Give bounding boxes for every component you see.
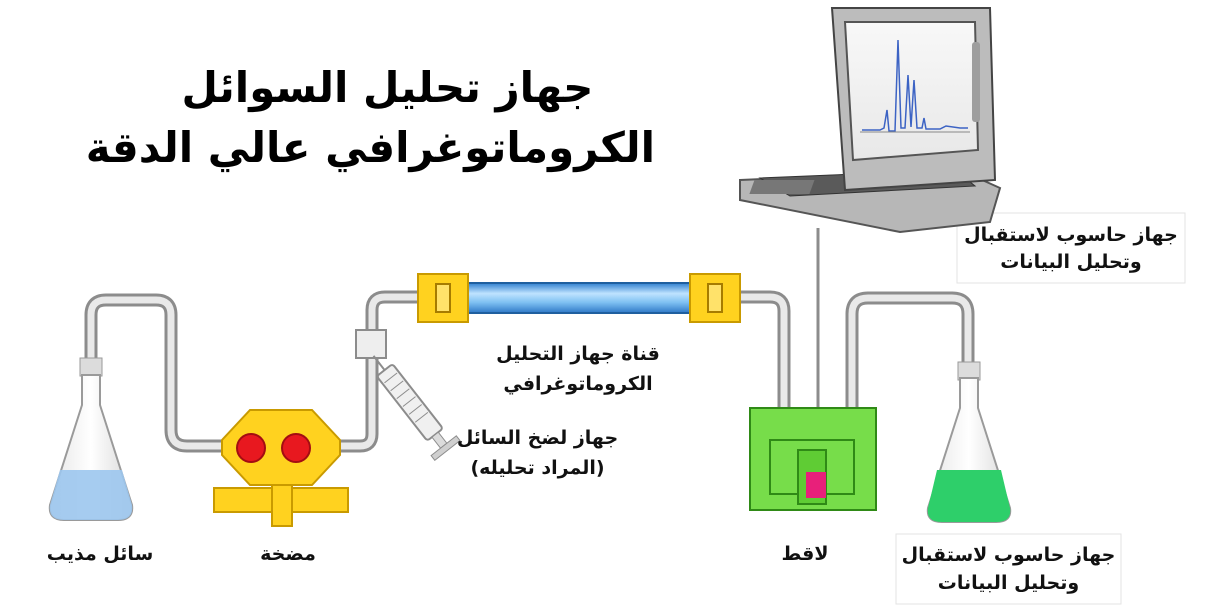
detector xyxy=(749,407,877,511)
detector-label: لاقط xyxy=(781,543,829,565)
detector-cell xyxy=(806,472,826,498)
chromatography-column xyxy=(417,273,741,323)
injector-label-line-1: جهاز لضخ السائل xyxy=(456,427,619,449)
pump xyxy=(213,409,349,527)
column-label-line-1: قناة جهاز التحليل xyxy=(496,343,660,365)
tubing xyxy=(84,290,975,453)
injector-label-line-2: (المراد تحليله) xyxy=(470,457,605,479)
collection-flask xyxy=(926,361,1012,523)
pump-valve-right xyxy=(281,433,311,463)
laptop-screen xyxy=(843,21,980,162)
computer-label-line-2: وتحليل البيانات xyxy=(1000,251,1142,273)
collector-label-line-2: وتحليل البيانات xyxy=(937,572,1080,594)
title-line-2: الكروماتوغرافي عالي الدقة xyxy=(85,123,655,172)
laptop xyxy=(739,7,1002,234)
solvent-label: سائل مذيب xyxy=(46,543,154,565)
pump-valve-left xyxy=(236,433,266,463)
label-box-computer xyxy=(956,212,1186,284)
collector-label-line-1: جهاز حاسوب لاستقبال xyxy=(901,544,1116,566)
column-label-line-2: الكروماتوغرافي xyxy=(503,373,653,395)
title-line-1: جهاز تحليل السوائل xyxy=(181,63,594,112)
label-box-collector xyxy=(895,533,1122,605)
injector xyxy=(355,329,461,461)
solvent-flask xyxy=(48,357,134,521)
pump-label: مضخة xyxy=(260,543,316,565)
computer-label-line-1: جهاز حاسوب لاستقبال xyxy=(964,224,1178,246)
chromatogram-trace xyxy=(862,39,968,132)
